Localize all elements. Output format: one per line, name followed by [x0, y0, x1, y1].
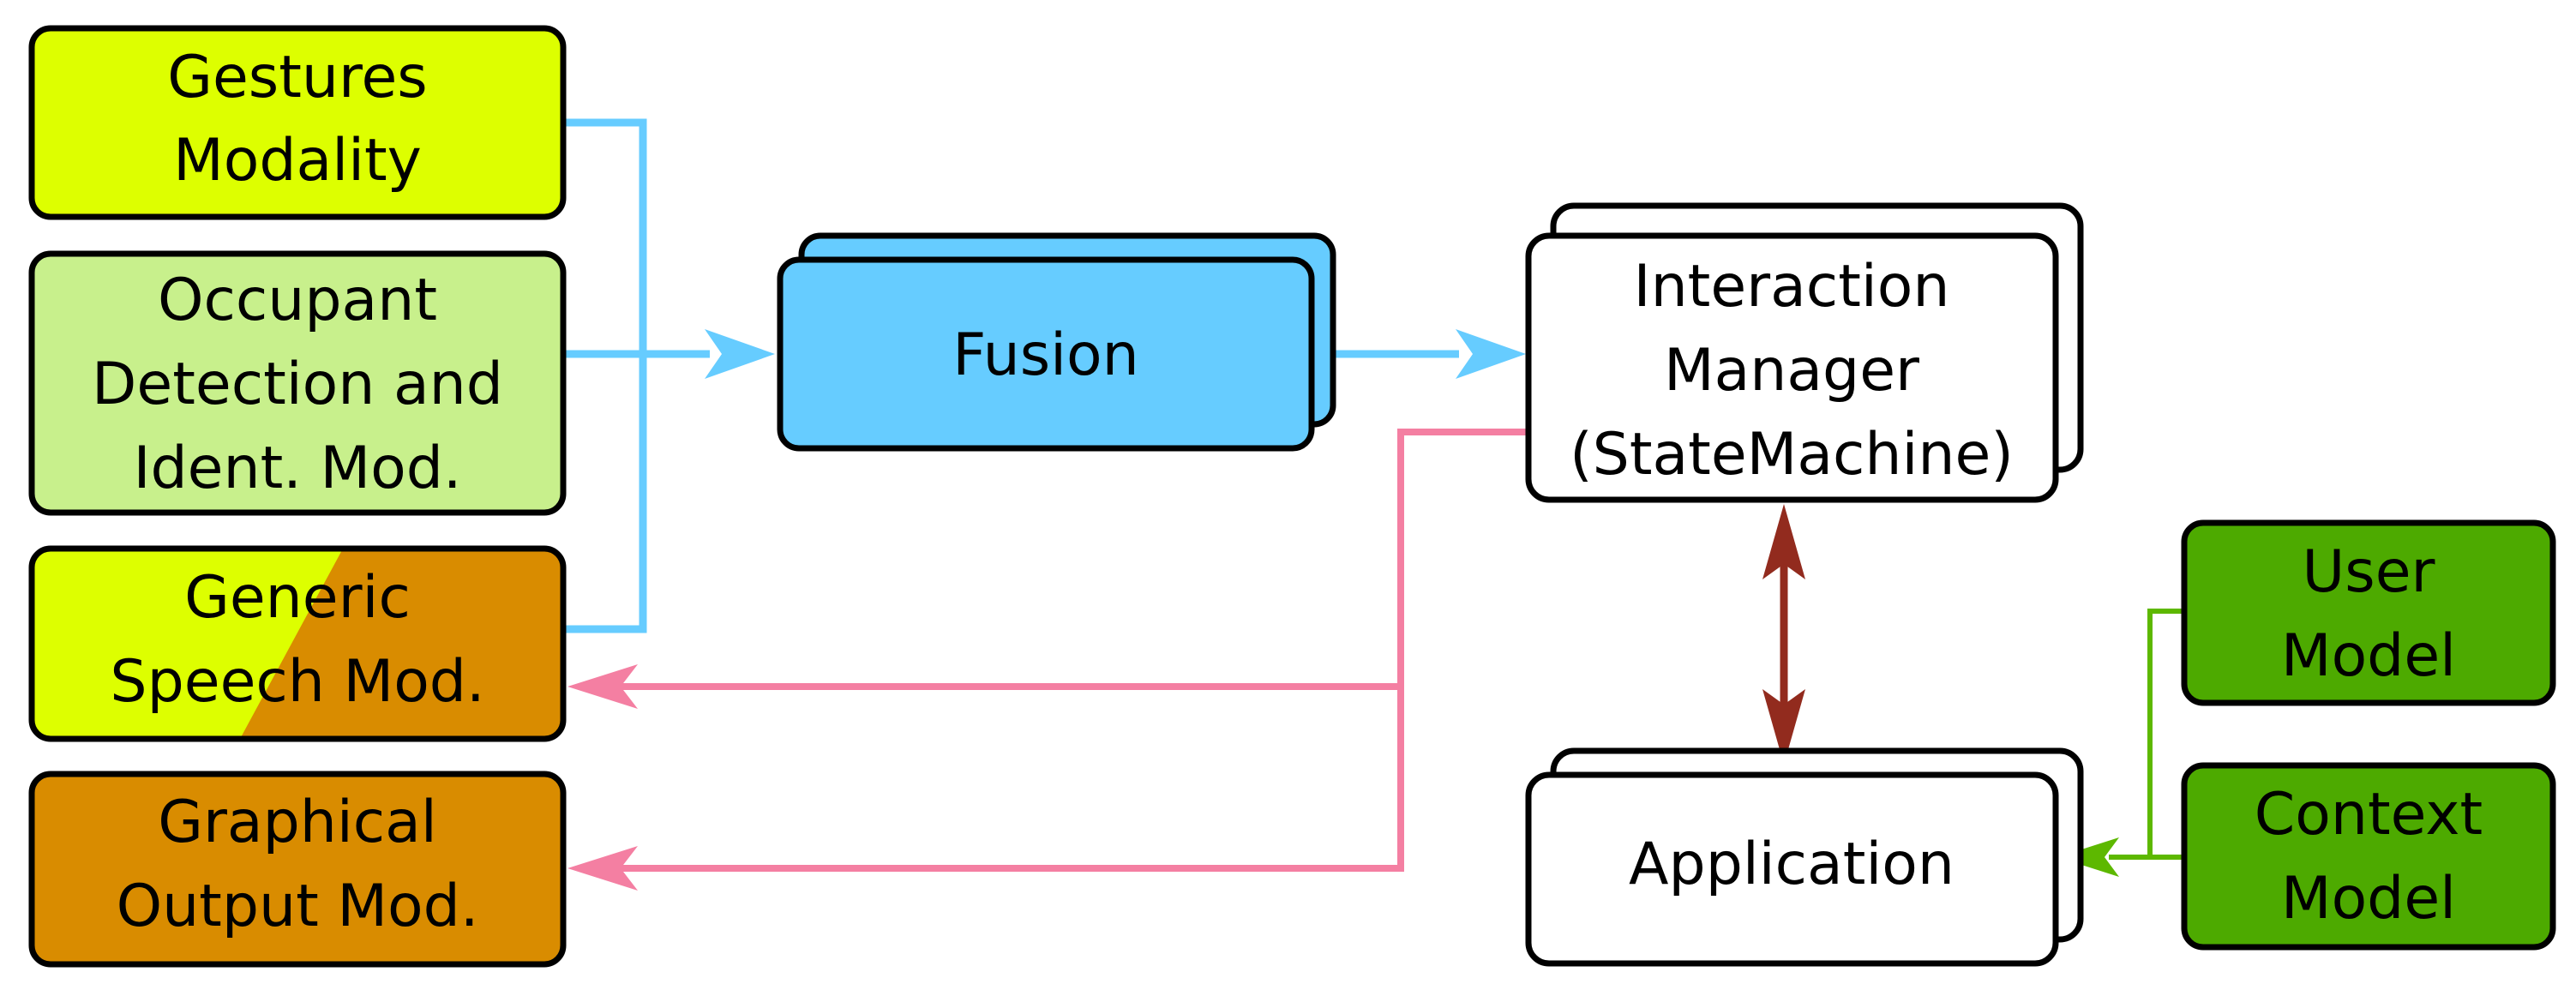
occupant-detection-node: Occupant Detection and Ident. Mod. [28, 250, 567, 516]
manager-to-outputs-connector [617, 429, 1526, 872]
context-model-label-2: Model [2281, 865, 2456, 933]
models-to-application-connector [2109, 609, 2184, 860]
manager-arrowhead [1762, 504, 1805, 579]
speech-label-2: Speech Mod. [110, 648, 484, 716]
application-label: Application [1629, 831, 1955, 898]
occupant-label-1: Occupant [158, 267, 437, 334]
manager-label-3: (StateMachine) [1570, 421, 2014, 489]
fusion-node: Fusion [777, 232, 1336, 452]
gestures-label-2: Modality [173, 127, 422, 195]
manager-input-arrowhead [1456, 329, 1526, 379]
manager-label-1: Interaction [1634, 253, 1950, 321]
interaction-manager-node: Interaction Manager (StateMachine) [1525, 202, 2084, 503]
fusion-input-arrowhead [705, 329, 775, 379]
context-model-label-1: Context [2255, 781, 2483, 849]
graphical-label-1: Graphical [158, 789, 436, 856]
occupant-label-3: Ident. Mod. [133, 435, 461, 502]
user-model-label-1: User [2303, 538, 2435, 606]
fusion-label: Fusion [952, 321, 1139, 389]
generic-speech-node: Generic Speech Mod. [28, 545, 567, 742]
speech-output-arrowhead [567, 664, 638, 709]
application-node: Application [1525, 747, 2084, 967]
context-model-node: Context Model [2181, 762, 2556, 951]
gestures-modality-node: Gestures Modality [28, 25, 567, 220]
speech-label-1: Generic [184, 564, 411, 632]
application-arrowhead [1762, 689, 1805, 765]
user-model-label-2: Model [2281, 622, 2456, 690]
manager-label-2: Manager [1664, 337, 1919, 405]
graphical-label-2: Output Mod. [117, 873, 479, 940]
application-input-arrowhead [2057, 837, 2119, 877]
occupant-label-2: Detection and [92, 351, 503, 418]
user-model-node: User Model [2181, 519, 2556, 706]
gestures-label-1: Gestures [167, 44, 427, 111]
graphical-output-node: Graphical Output Mod. [28, 771, 567, 968]
inputs-to-fusion-connector [563, 118, 710, 633]
graphical-output-arrowhead [567, 846, 638, 891]
